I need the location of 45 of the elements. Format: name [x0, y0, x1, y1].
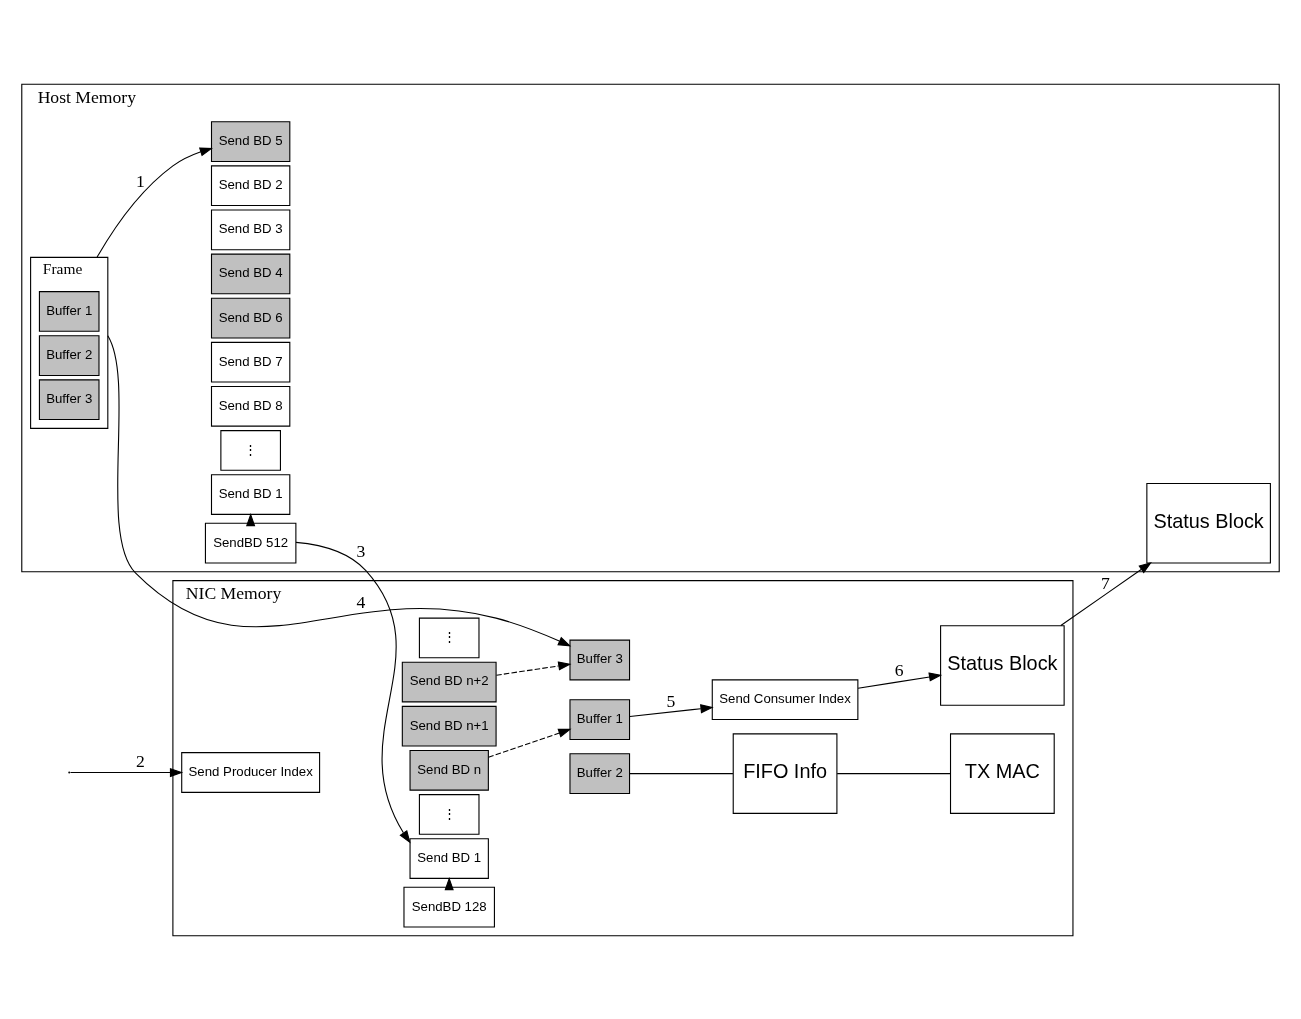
edge-label: 6 — [894, 659, 904, 680]
node-box: Send BD n+1 — [401, 705, 497, 747]
node-box: Send Consumer Index — [711, 678, 859, 720]
node-box: Send BD 1 — [210, 473, 291, 515]
node-box: Send BD 7 — [210, 341, 291, 383]
edge-label: 5 — [666, 690, 676, 711]
node-box: Send Producer Index — [181, 751, 321, 793]
node-box: Send BD 4 — [210, 253, 291, 294]
node-box: Status Block — [940, 624, 1065, 706]
node-box: TX MAC — [949, 732, 1055, 814]
edge-label: 2 — [135, 750, 145, 771]
node-box: Send BD 3 — [210, 208, 291, 250]
arrow — [96, 147, 213, 258]
node-box: Buffer 3 — [38, 378, 100, 420]
node-box: Send BD 1 — [409, 837, 489, 879]
edge-label: 3 — [356, 540, 366, 561]
node-box: Send BD 5 — [210, 120, 291, 162]
node-box: Buffer 1 — [569, 698, 631, 740]
arrow — [857, 671, 943, 689]
arrow — [629, 703, 714, 717]
edge-label: 7 — [1101, 572, 1110, 593]
node-box: Buffer 2 — [569, 752, 631, 794]
arrow — [487, 728, 572, 758]
edge-label: 1 — [135, 170, 145, 191]
connector — [629, 772, 734, 774]
node-box: Send BD 2 — [210, 164, 291, 206]
arrow — [495, 660, 572, 676]
node-box: ⋮ — [418, 793, 480, 835]
node-box: Buffer 1 — [38, 290, 100, 332]
arrow — [1060, 561, 1152, 626]
node-box: ⋮ — [418, 617, 480, 658]
arrow — [295, 541, 411, 844]
node-box: Send BD n — [409, 749, 489, 791]
connector — [836, 772, 951, 774]
node-box: Send BD 6 — [210, 297, 291, 338]
arrow — [107, 334, 572, 646]
arrow — [69, 767, 184, 777]
node-box: Buffer 2 — [38, 334, 100, 376]
edge-label: 4 — [356, 591, 366, 612]
node-box: Send BD 8 — [210, 385, 291, 427]
node-box: ⋮ — [220, 429, 281, 471]
node-box: Send BD n+2 — [401, 661, 497, 702]
node-box: Status Block — [1146, 482, 1271, 563]
node-box: Buffer 3 — [569, 639, 631, 680]
node-box: FIFO Info — [732, 732, 838, 814]
